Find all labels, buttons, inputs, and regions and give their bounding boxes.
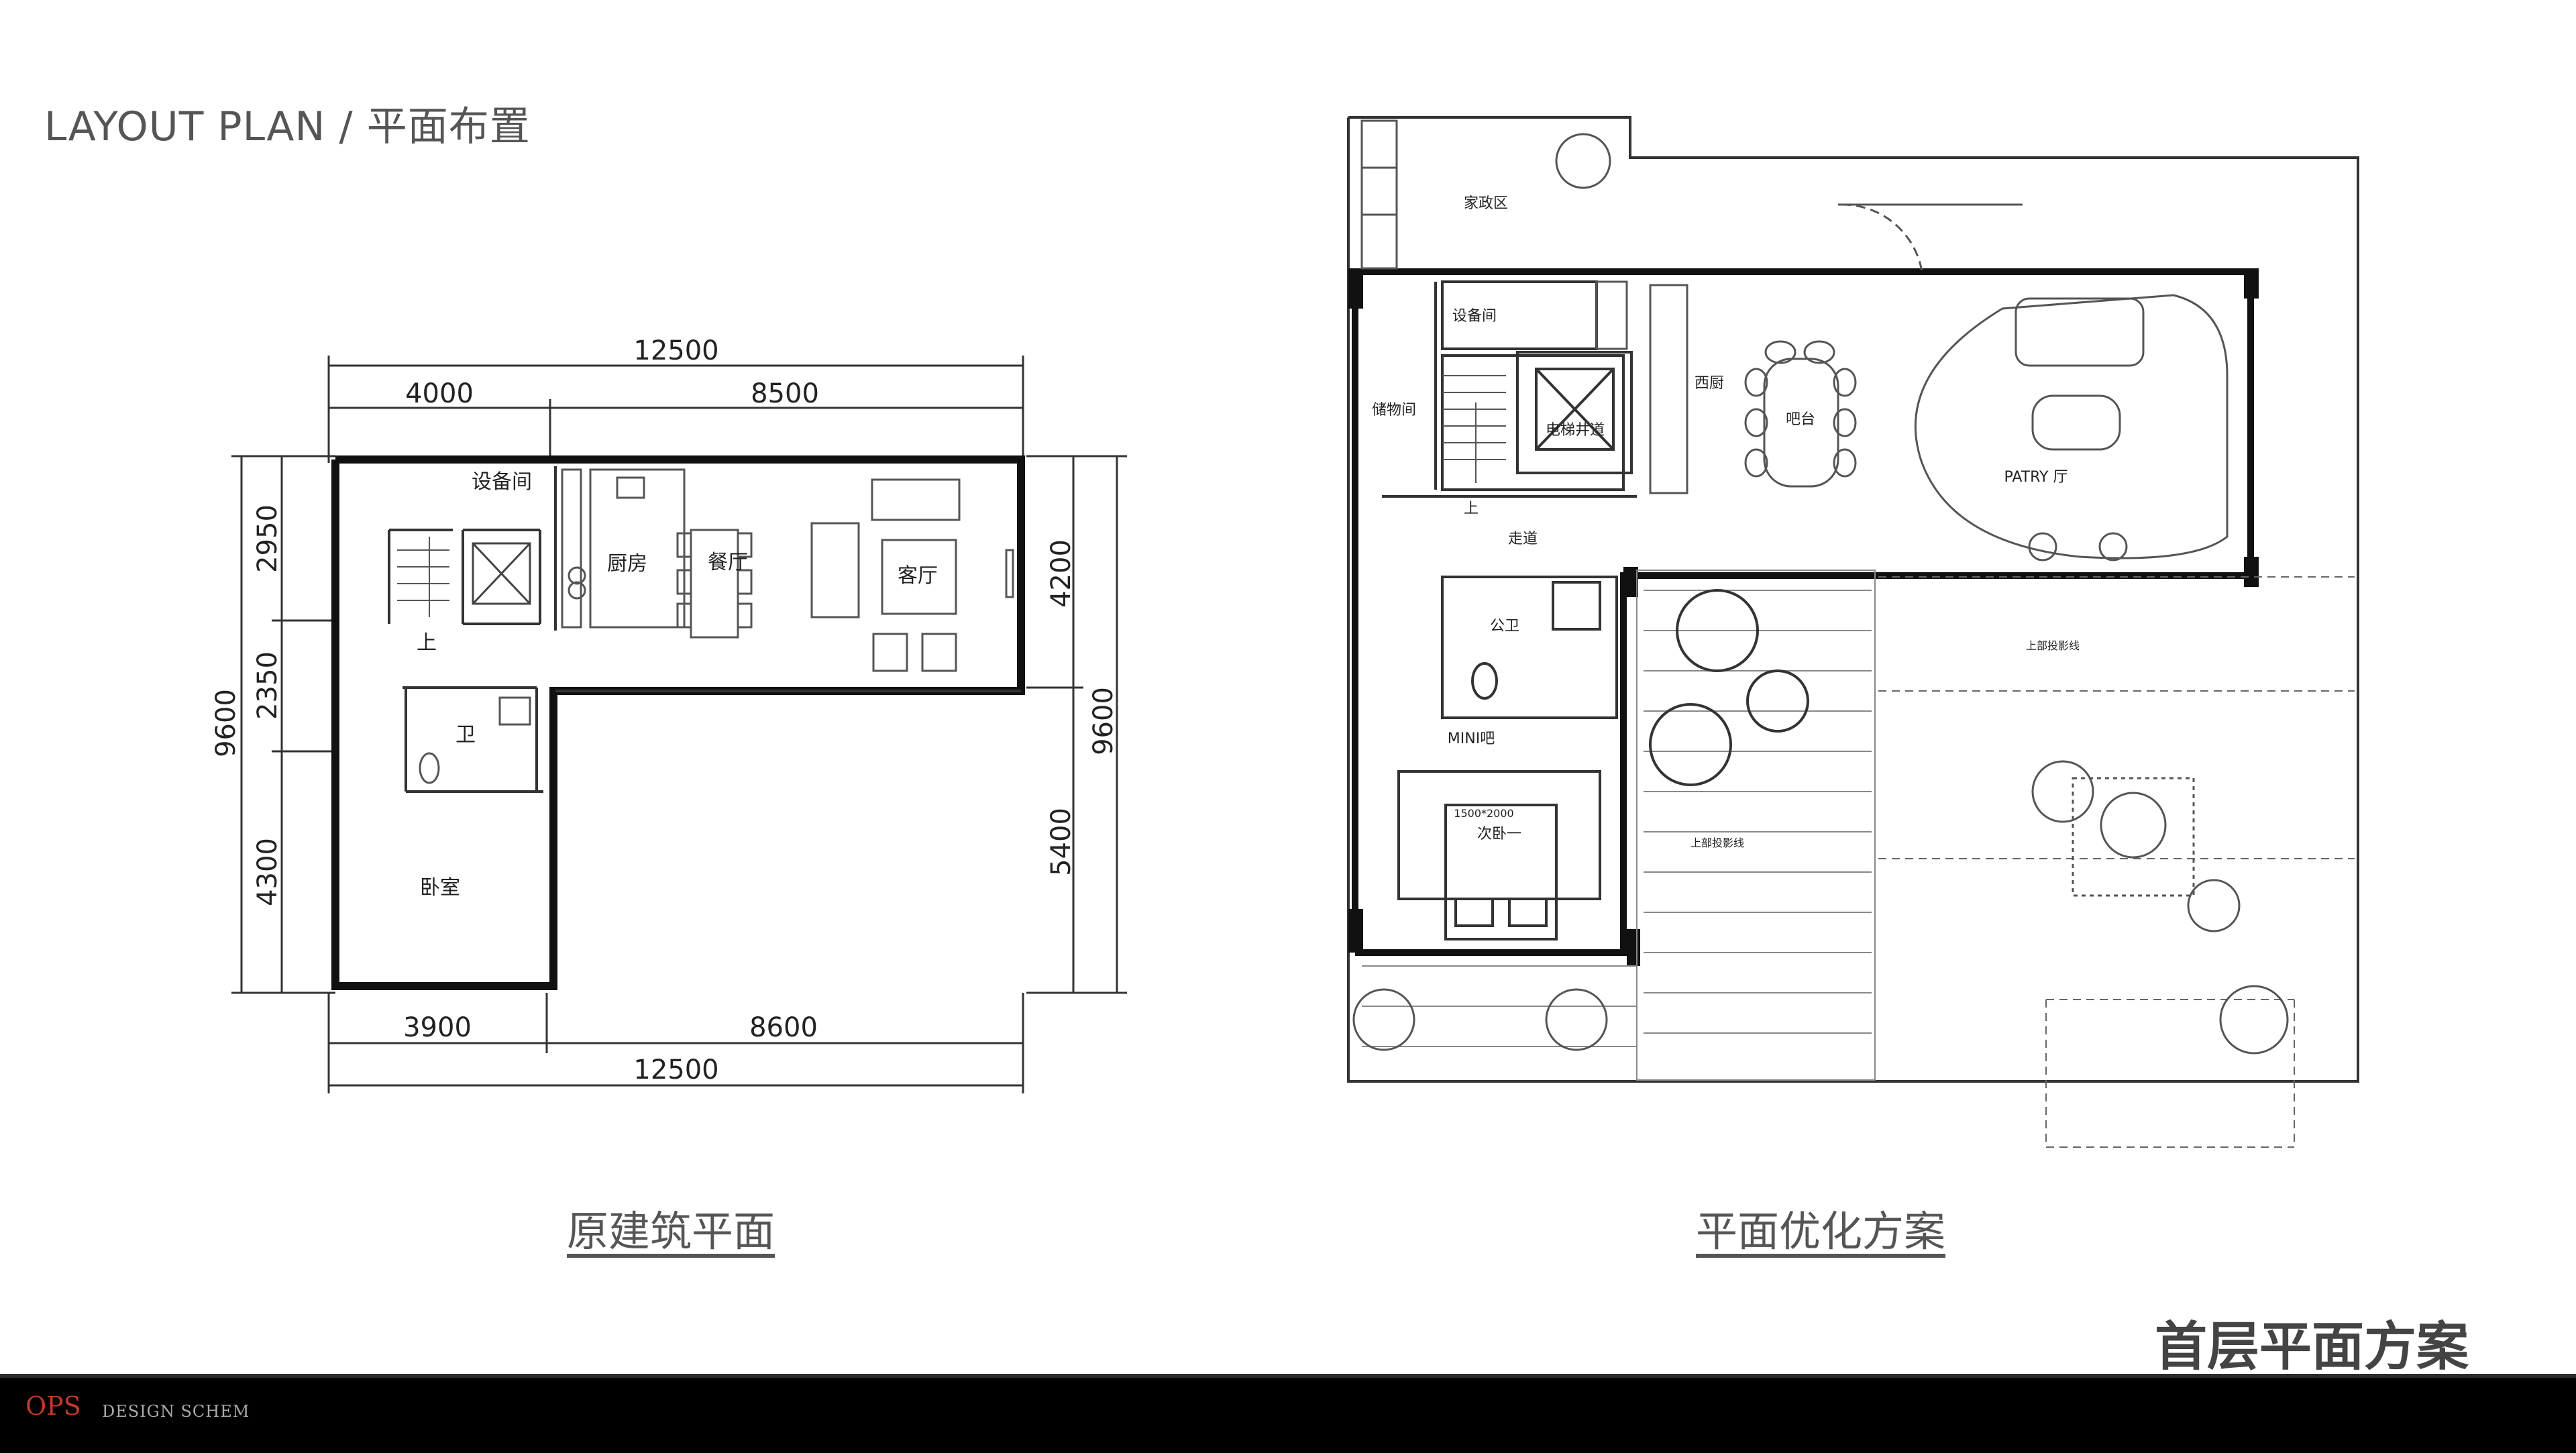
original-plan-caption: 原建筑平面 <box>567 1207 775 1256</box>
room-label-projection-1: 上部投影线 <box>2026 639 2080 652</box>
dim-bottom-left: 3900 <box>403 1012 472 1043</box>
room-label-elevator: 电梯井道 <box>1546 422 1605 439</box>
room-label-party: PATRY 厅 <box>2004 469 2068 486</box>
room-label-second-bedroom: 次卧一 <box>1477 826 1521 843</box>
dim-right-total: 9600 <box>1088 687 1119 755</box>
dim-left-top: 2950 <box>252 504 283 573</box>
party-hall-furniture <box>1914 294 2229 561</box>
building-walls <box>1352 268 2254 956</box>
room-label-kitchen: 厨房 <box>607 552 647 576</box>
elevator-icon <box>472 542 531 605</box>
optimized-plan: 家政区 设备间 储物间 电梯井道 西厨 吧台 PATRY 厅 走道 上 公卫 M… <box>1347 116 2359 1148</box>
bottom-dimensions <box>327 993 1024 1093</box>
footer-tag: DESIGN SCHEM <box>102 1402 250 1421</box>
room-label-dining: 餐厅 <box>708 551 748 574</box>
bathroom-fixtures <box>419 696 531 784</box>
stairs-icon <box>397 537 449 617</box>
room-label-bed-size: 1500*2000 <box>1454 807 1513 820</box>
inner-walls <box>388 466 1021 793</box>
bar-table-icon <box>1744 340 1857 488</box>
kitchen-counters <box>561 468 686 629</box>
room-label-housekeeping: 家政区 <box>1464 195 1508 212</box>
room-label-projection-2: 上部投影线 <box>1690 837 1744 849</box>
room-label-corridor: 走道 <box>1508 531 1538 547</box>
room-label-bath: 卫 <box>455 723 476 747</box>
housekeeping-area <box>1360 119 2023 272</box>
dim-top-right: 8500 <box>751 378 819 409</box>
left-dimensions <box>231 455 335 994</box>
footer-brand: OPS <box>25 1391 81 1421</box>
room-label-bedroom: 卧室 <box>420 876 460 900</box>
right-dimensions <box>1026 455 1127 994</box>
room-label-western-kitchen: 西厨 <box>1695 375 1724 392</box>
walls <box>331 455 1025 990</box>
dim-right-bottom: 5400 <box>1046 808 1077 876</box>
projection-lines <box>1878 576 2355 1148</box>
dim-bottom-right: 8600 <box>749 1012 818 1043</box>
room-label-living: 客厅 <box>898 564 938 588</box>
public-bath <box>1441 576 1618 719</box>
dining-table-icon <box>676 529 753 639</box>
deck <box>1362 570 1876 1081</box>
dim-top-left: 4000 <box>405 378 474 409</box>
top-dimensions <box>327 356 1024 463</box>
page-title: LAYOUT PLAN / 平面布置 <box>44 103 531 150</box>
columns <box>1348 268 2259 966</box>
inner-rooms <box>1382 280 1637 498</box>
dim-left-mid: 2350 <box>252 651 283 720</box>
dim-left-total: 9600 <box>211 689 241 757</box>
lounge-chair-icons <box>1649 589 1809 786</box>
dim-top-total: 12500 <box>633 335 718 366</box>
dim-left-bottom: 4300 <box>252 838 283 906</box>
room-label-public-bath: 公卫 <box>1490 618 1519 635</box>
room-label-storage: 储物间 <box>1372 402 1416 419</box>
room-label-up: 上 <box>417 631 437 655</box>
sofa-set-icon <box>810 478 1014 672</box>
landscape-icons <box>1352 133 2289 1055</box>
floor-plan-subtitle: 首层平面方案 <box>2154 1317 2469 1377</box>
western-kitchen-counters <box>1595 280 1688 494</box>
room-label-equipment: 设备间 <box>1452 308 1497 325</box>
room-label-mini-bar: MINI吧 <box>1448 731 1495 747</box>
footer-bar: OPS DESIGN SCHEM <box>0 1374 2576 1453</box>
room-label-equipment: 设备间 <box>472 470 532 494</box>
second-bedroom <box>1397 770 1601 940</box>
dim-bottom-total: 12500 <box>633 1055 718 1085</box>
original-plan: 12500 4000 8500 3900 8600 12500 2950 235… <box>211 335 1127 1093</box>
stairs-icon <box>1442 375 1506 483</box>
optimized-plan-caption: 平面优化方案 <box>1696 1207 1946 1256</box>
room-label-up: 上 <box>1464 500 1479 517</box>
site-boundary <box>1347 116 2359 1083</box>
room-label-bar: 吧台 <box>1786 411 1815 428</box>
dim-right-top: 4200 <box>1046 539 1077 608</box>
